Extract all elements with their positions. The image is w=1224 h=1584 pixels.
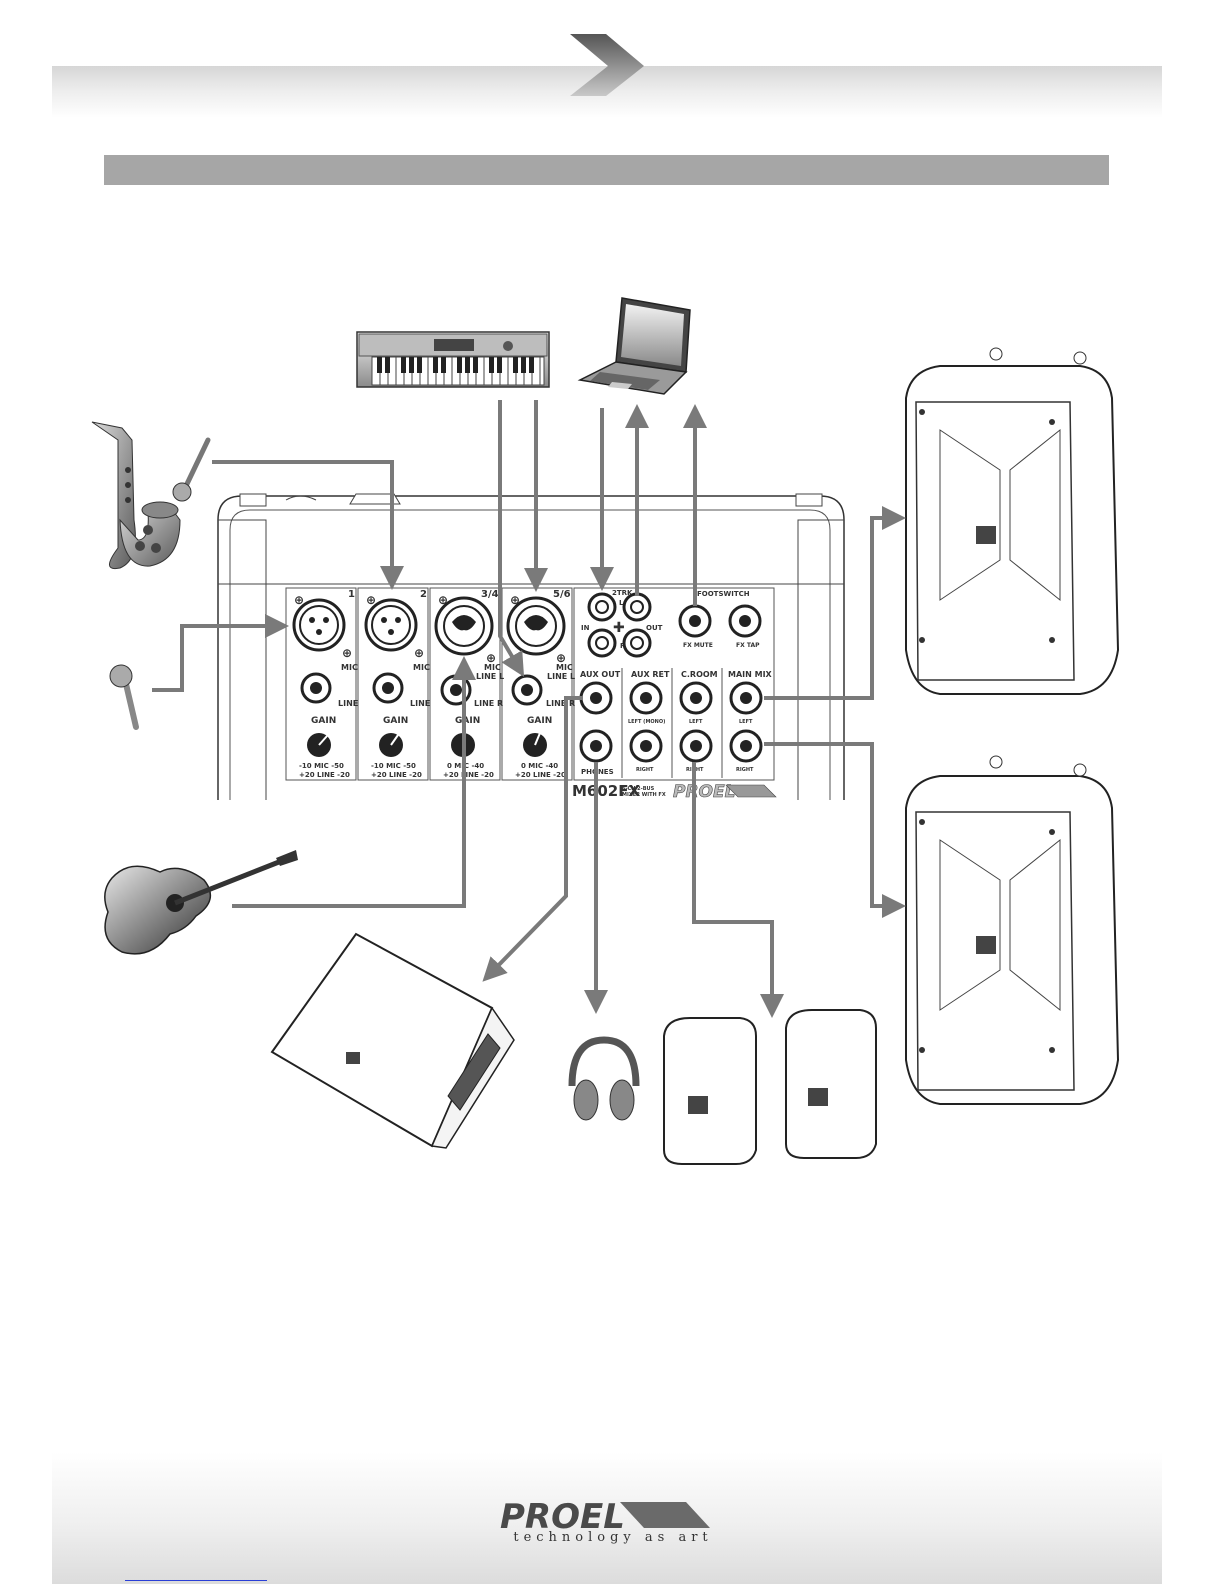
twotrk-label: 2TRK (612, 589, 633, 597)
svg-text:⊕: ⊕ (294, 593, 304, 607)
studio-monitor-left (663, 1017, 757, 1165)
channel-strip-2: 2 ⊕ ⊕ MIC LINE GAIN -10 MIC -50 +20 LINE… (364, 589, 430, 779)
mixer-subtitle-2: MIXER WITH FX (622, 792, 666, 798)
cable-keyboard-to-ch5-line (498, 400, 525, 677)
channel-1-gain-label: GAIN (311, 716, 336, 726)
channel-2-line-label: LINE (410, 699, 430, 708)
channel-strip-1: 1 ⊕ ⊕ MIC LINE GAIN -10 MIC -50 +20 LINE… (292, 589, 358, 779)
svg-text:⊕: ⊕ (342, 646, 352, 660)
mixer-brand: PROEL (673, 782, 735, 802)
channel-5-6-range-mic: 0 MIC -40 (521, 762, 558, 770)
channel-strip-3-4: 3/4 ⊕ ⊕ MIC LINE L LINE R GAIN 0 MIC -40… (434, 589, 504, 779)
footer-brand: PROEL (500, 1497, 625, 1537)
laptop-icon (577, 297, 691, 395)
channel-5-6-gain-label: GAIN (527, 716, 552, 726)
channel-3-4-number: 3/4 (481, 589, 499, 600)
cable-main-left-to-speaker (764, 506, 906, 700)
aux-ret-label: AUX RET (631, 670, 670, 679)
channel-3-4-liner-label: LINE R (474, 699, 503, 708)
studio-monitor-right (785, 1009, 877, 1159)
channel-2-gain-label: GAIN (383, 716, 408, 726)
channel-1-range-line: +20 LINE -20 (299, 771, 350, 779)
channel-5-6-mic-label: MIC (556, 663, 573, 672)
croom-left-label: LEFT (689, 719, 703, 725)
channel-3-4-range-line: +20 LINE -20 (443, 771, 494, 779)
mixer-model: M602FX (572, 782, 640, 800)
main-speaker-right (905, 755, 1120, 1105)
cable-aux-out-to-monitor (482, 696, 583, 982)
keyboard-icon (356, 331, 550, 388)
footer-tagline: technology as art (513, 1530, 713, 1545)
footswitch-label: FOOTSWITCH (697, 590, 750, 598)
microphone-icon-vocal (109, 664, 139, 730)
chevron-right-icon (570, 34, 644, 96)
headphones-icon (568, 1036, 640, 1121)
svg-text:⊕: ⊕ (414, 646, 424, 660)
channel-2-mic-label: MIC (413, 663, 430, 672)
footer-link[interactable] (125, 1568, 267, 1581)
microphone-icon-sax (172, 437, 211, 502)
channel-1-mic-label: MIC (341, 663, 358, 672)
proel-logo: PROEL (500, 1497, 710, 1537)
aux-ret-left-label: LEFT (MONO) (628, 719, 665, 725)
twotrk-out-label: OUT (646, 624, 663, 632)
svg-text:⊕: ⊕ (556, 651, 566, 665)
aux-out-label: AUX OUT (580, 670, 621, 679)
channel-strip-5-6: 5/6 ⊕ ⊕ MIC LINE L LINE R GAIN 0 MIC -40… (506, 589, 575, 779)
channel-5-6-number: 5/6 (553, 589, 571, 600)
output-section: 2TRK L R IN OUT ✚ FOOTSWITCH FX MUTE FX … (572, 589, 777, 802)
guitar-icon (104, 850, 298, 955)
svg-text:⊕: ⊕ (366, 593, 376, 607)
channel-3-4-mic-label: MIC (484, 663, 501, 672)
channel-5-6-linel-label: LINE L (547, 672, 575, 681)
cable-vocal-mic-to-ch1 (152, 614, 289, 692)
channel-5-6-range-line: +20 LINE -20 (515, 771, 566, 779)
channel-3-4-gain-label: GAIN (455, 716, 480, 726)
cable-sax-mic-to-ch2 (212, 460, 404, 590)
channel-2-number: 2 (420, 589, 427, 600)
cable-croom-to-studio-monitors (692, 762, 784, 1018)
svg-text:⊕: ⊕ (486, 651, 496, 665)
main-mix-left-label: LEFT (739, 719, 753, 725)
cable-main-right-to-speaker (764, 742, 906, 918)
channel-3-4-linel-label: LINE L (476, 672, 504, 681)
cable-guitar-to-ch3 (232, 656, 476, 908)
svg-text:⊕: ⊕ (438, 593, 448, 607)
main-mix-right-label: RIGHT (736, 767, 754, 773)
main-mix-label: MAIN MIX (728, 670, 773, 679)
channel-1-line-label: LINE (338, 699, 358, 708)
stage-monitor-icon (270, 932, 515, 1149)
svg-text:✚: ✚ (613, 620, 625, 636)
channel-1-number: 1 (348, 589, 355, 600)
saxophone-icon (91, 421, 181, 570)
twotrk-l-label: L (619, 599, 624, 607)
fx-tap-label: FX TAP (736, 642, 760, 649)
fx-mute-label: FX MUTE (683, 642, 713, 649)
channel-5-6-liner-label: LINE R (546, 699, 575, 708)
mixer-subtitle-1: 6-CH 2-BUS (622, 786, 655, 792)
main-speaker-left (905, 347, 1120, 695)
svg-text:⊕: ⊕ (510, 593, 520, 607)
croom-label: C.ROOM (681, 670, 718, 679)
cables (152, 400, 906, 1018)
section-title-bar (104, 155, 1109, 185)
aux-ret-right-label: RIGHT (636, 767, 654, 773)
channel-2-range-line: +20 LINE -20 (371, 771, 422, 779)
twotrk-in-label: IN (581, 624, 590, 632)
footer-band (52, 1452, 1162, 1584)
channel-1-range-mic: -10 MIC -50 (299, 762, 344, 770)
channel-2-range-mic: -10 MIC -50 (371, 762, 416, 770)
